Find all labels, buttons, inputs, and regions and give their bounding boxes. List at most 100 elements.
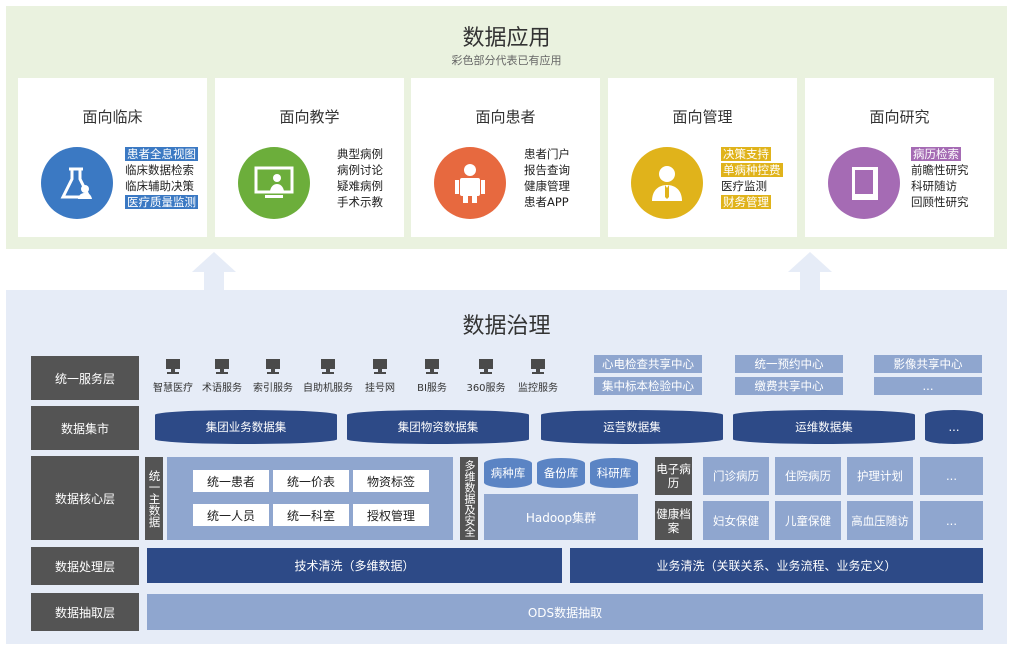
service-item: 术语服务 bbox=[194, 359, 250, 394]
application-item: 前瞻性研究 bbox=[911, 163, 969, 177]
hadoop-cluster: Hadoop集群 bbox=[484, 494, 638, 540]
service-item: BI服务 bbox=[404, 359, 460, 394]
layer-label-extraction: 数据抽取层 bbox=[31, 593, 139, 631]
application-item: 疑难病例 bbox=[337, 179, 383, 193]
service-label: 自助机服务 bbox=[303, 383, 353, 394]
application-item: 临床辅助决策 bbox=[125, 179, 194, 193]
db-cylinder: 病种库 bbox=[484, 458, 532, 488]
application-card-list: 患者门户报告查询健康管理患者APP bbox=[524, 146, 570, 210]
layer-label-mart: 数据集市 bbox=[31, 406, 139, 450]
layer-label-processing: 数据处理层 bbox=[31, 547, 139, 585]
application-card-title: 面向研究 bbox=[869, 108, 930, 126]
application-item: 病例讨论 bbox=[337, 163, 383, 177]
service-label: 360服务 bbox=[466, 383, 506, 394]
application-card-title: 面向管理 bbox=[672, 108, 733, 126]
business-cleaning-bar: 业务清洗（关联关系、业务流程、业务定义） bbox=[570, 548, 983, 583]
application-item: 患者门户 bbox=[524, 147, 570, 161]
health-item: 妇女保健 bbox=[703, 501, 769, 540]
health-item: 儿童保健 bbox=[775, 501, 841, 540]
application-card: 面向患者 bbox=[411, 78, 600, 237]
service-item: 挂号网 bbox=[352, 359, 408, 394]
flask-person-icon bbox=[41, 147, 113, 219]
up-arrow-left-icon bbox=[192, 252, 236, 292]
layer-label-service: 统一服务层 bbox=[31, 356, 139, 400]
application-item: 科研随访 bbox=[911, 179, 957, 193]
application-card-title: 面向临床 bbox=[82, 108, 143, 126]
service-item: 监控服务 bbox=[510, 359, 566, 394]
data-mart: 集团物资数据集 bbox=[347, 410, 529, 444]
service-item: 360服务 bbox=[458, 359, 514, 394]
service-label: 挂号网 bbox=[365, 383, 395, 394]
data-mart: ... bbox=[925, 410, 983, 444]
server-icon bbox=[321, 359, 335, 375]
service-tag: ... bbox=[874, 377, 982, 395]
application-item: 财务管理 bbox=[721, 195, 771, 209]
service-label: 监控服务 bbox=[518, 383, 558, 394]
server-icon bbox=[479, 359, 493, 375]
tech-cleaning-bar: 技术清洗（多维数据） bbox=[147, 548, 562, 583]
data-mart: 运维数据集 bbox=[733, 410, 915, 444]
application-card-title: 面向教学 bbox=[279, 108, 340, 126]
application-item: 典型病例 bbox=[337, 147, 383, 161]
patient-icon bbox=[434, 147, 506, 219]
master-item: 统一科室 bbox=[273, 504, 349, 526]
data-application-subtitle: 彩色部分代表已有应用 bbox=[451, 54, 562, 67]
application-card-list: 病历检索前瞻性研究科研随访回顾性研究 bbox=[911, 146, 969, 210]
application-card-title: 面向患者 bbox=[475, 108, 536, 126]
master-item: 物资标签 bbox=[353, 470, 429, 492]
master-data-label: 统一主数据 bbox=[145, 457, 163, 540]
application-card: 面向研究 bbox=[805, 78, 994, 237]
application-item: 患者全息视图 bbox=[125, 147, 198, 161]
service-tag: 心电检查共享中心 bbox=[594, 355, 702, 373]
manager-icon bbox=[631, 147, 703, 219]
data-mart: 集团业务数据集 bbox=[155, 410, 337, 444]
server-icon bbox=[373, 359, 387, 375]
application-item: 健康管理 bbox=[524, 179, 570, 193]
service-item: 智慧医疗 bbox=[145, 359, 201, 394]
application-item: 患者APP bbox=[524, 195, 569, 209]
data-governance-title: 数据治理 bbox=[462, 314, 551, 339]
application-card-list: 患者全息视图临床数据检索临床辅助决策医疗质量监测 bbox=[125, 146, 198, 210]
health-item: 高血压随访 bbox=[847, 501, 913, 540]
application-item: 医疗监测 bbox=[721, 179, 767, 193]
server-icon bbox=[266, 359, 280, 375]
service-label: 索引服务 bbox=[253, 383, 293, 394]
application-card-list: 典型病例病例讨论疑难病例手术示教 bbox=[337, 146, 383, 210]
service-label: 术语服务 bbox=[202, 383, 242, 394]
presentation-board-icon bbox=[238, 147, 310, 219]
master-item: 统一人员 bbox=[193, 504, 269, 526]
db-cylinder: 备份库 bbox=[537, 458, 585, 488]
application-card-list: 决策支持单病种控费医疗监测财务管理 bbox=[721, 146, 783, 210]
server-icon bbox=[425, 359, 439, 375]
server-icon bbox=[166, 359, 180, 375]
service-label: BI服务 bbox=[417, 383, 447, 394]
emr-item: 门诊病历 bbox=[703, 457, 769, 495]
emr-item: 护理计划 bbox=[847, 457, 913, 495]
application-card: 面向教学 bbox=[215, 78, 404, 237]
server-icon bbox=[531, 359, 545, 375]
master-item: 统一患者 bbox=[193, 470, 269, 492]
book-icon bbox=[828, 147, 900, 219]
service-item: 索引服务 bbox=[245, 359, 301, 394]
application-item: 医疗质量监测 bbox=[125, 195, 198, 209]
master-item: 授权管理 bbox=[353, 504, 429, 526]
emr-item: ... bbox=[920, 457, 983, 495]
db-cylinder: 科研库 bbox=[590, 458, 638, 488]
service-tag: 集中标本检验中心 bbox=[594, 377, 702, 395]
multi-dim-label: 多维数据及安全 bbox=[460, 457, 478, 540]
master-item: 统一价表 bbox=[273, 470, 349, 492]
server-icon bbox=[215, 359, 229, 375]
application-item: 病历检索 bbox=[911, 147, 961, 161]
up-arrow-right-icon bbox=[788, 252, 832, 292]
emr-item: 住院病历 bbox=[775, 457, 841, 495]
service-label: 智慧医疗 bbox=[153, 383, 193, 394]
application-item: 临床数据检索 bbox=[125, 163, 194, 177]
ods-extraction-bar: ODS数据抽取 bbox=[147, 594, 983, 630]
data-mart: 运营数据集 bbox=[541, 410, 723, 444]
health-item: ... bbox=[920, 501, 983, 540]
service-tag: 统一预约中心 bbox=[735, 355, 843, 373]
application-item: 单病种控费 bbox=[721, 163, 783, 177]
service-tag: 影像共享中心 bbox=[874, 355, 982, 373]
service-tag: 缴费共享中心 bbox=[735, 377, 843, 395]
application-item: 报告查询 bbox=[524, 163, 570, 177]
